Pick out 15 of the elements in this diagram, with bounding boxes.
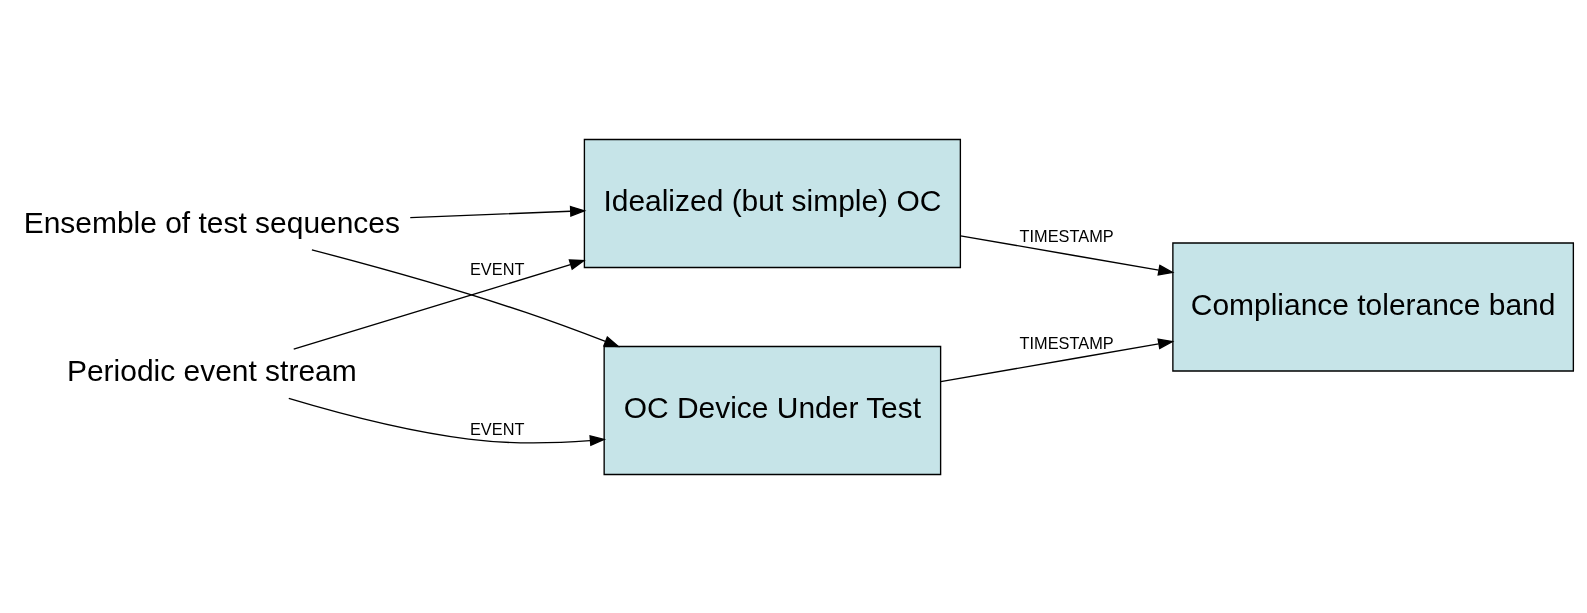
arrow xyxy=(409,205,587,218)
edge-label: EVENT xyxy=(469,419,525,437)
edge-label: EVENT xyxy=(469,259,525,278)
node-text: Periodic event stream xyxy=(66,353,357,387)
node-box: OC Device Under Test xyxy=(603,345,942,475)
node-box: Compliance tolerance band xyxy=(1172,241,1575,372)
edge-label: TIMESTAMP xyxy=(1019,333,1114,352)
arrow xyxy=(940,337,1175,382)
arrow xyxy=(959,234,1175,276)
arrow xyxy=(288,397,607,446)
node-text: Ensemble of test sequences xyxy=(23,205,400,239)
edge-label: TIMESTAMP xyxy=(1019,226,1114,245)
node-box: Idealized (but simple) OC xyxy=(583,138,962,268)
arrow xyxy=(293,258,586,350)
arrow xyxy=(311,248,621,347)
